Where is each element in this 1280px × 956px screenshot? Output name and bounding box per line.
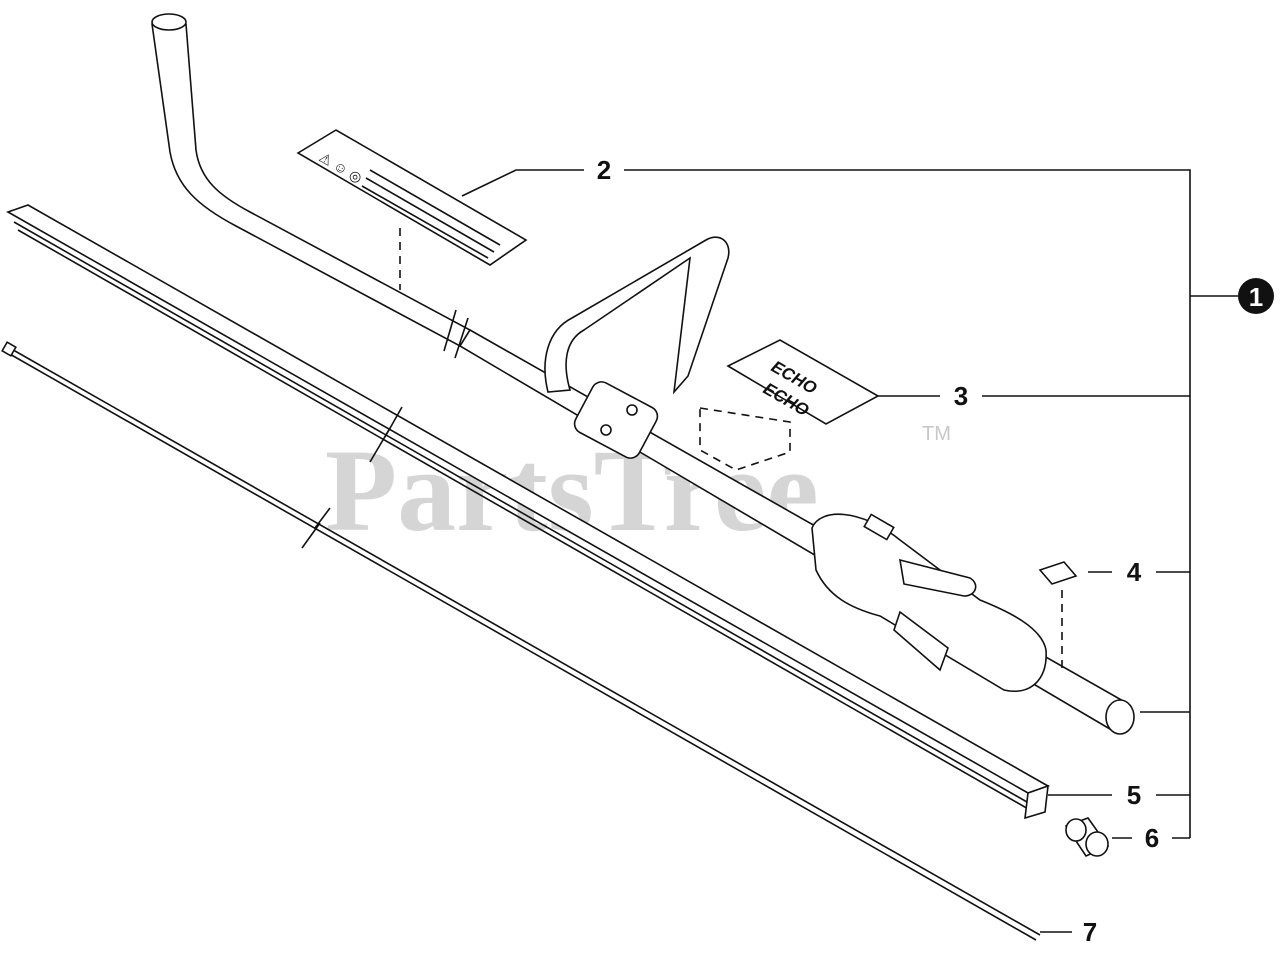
- callout-2-label[interactable]: 2: [597, 155, 611, 185]
- callout-5-label[interactable]: 5: [1127, 780, 1141, 810]
- callout-3-label[interactable]: 3: [954, 381, 968, 411]
- part-label-decal[interactable]: ⚠ ☺ ◎: [296, 129, 528, 290]
- part-drive-shaft[interactable]: [1, 341, 1041, 941]
- callout-6-label[interactable]: 6: [1145, 823, 1159, 853]
- watermark-trademark: TM: [922, 423, 951, 445]
- callout-1[interactable]: 1: [1238, 278, 1274, 314]
- callout-7-label[interactable]: 7: [1083, 917, 1097, 947]
- callout-1-label: 1: [1249, 282, 1263, 312]
- part-handle-assembly[interactable]: [151, 13, 1135, 735]
- part-small-label[interactable]: [1038, 561, 1078, 670]
- callout-1-badge: [1238, 278, 1274, 314]
- part-sleeve[interactable]: [1064, 817, 1110, 858]
- leader-lines: [461, 169, 1238, 933]
- callout-4-label[interactable]: 4: [1127, 557, 1142, 587]
- part-shaft-tube[interactable]: [6, 204, 1050, 820]
